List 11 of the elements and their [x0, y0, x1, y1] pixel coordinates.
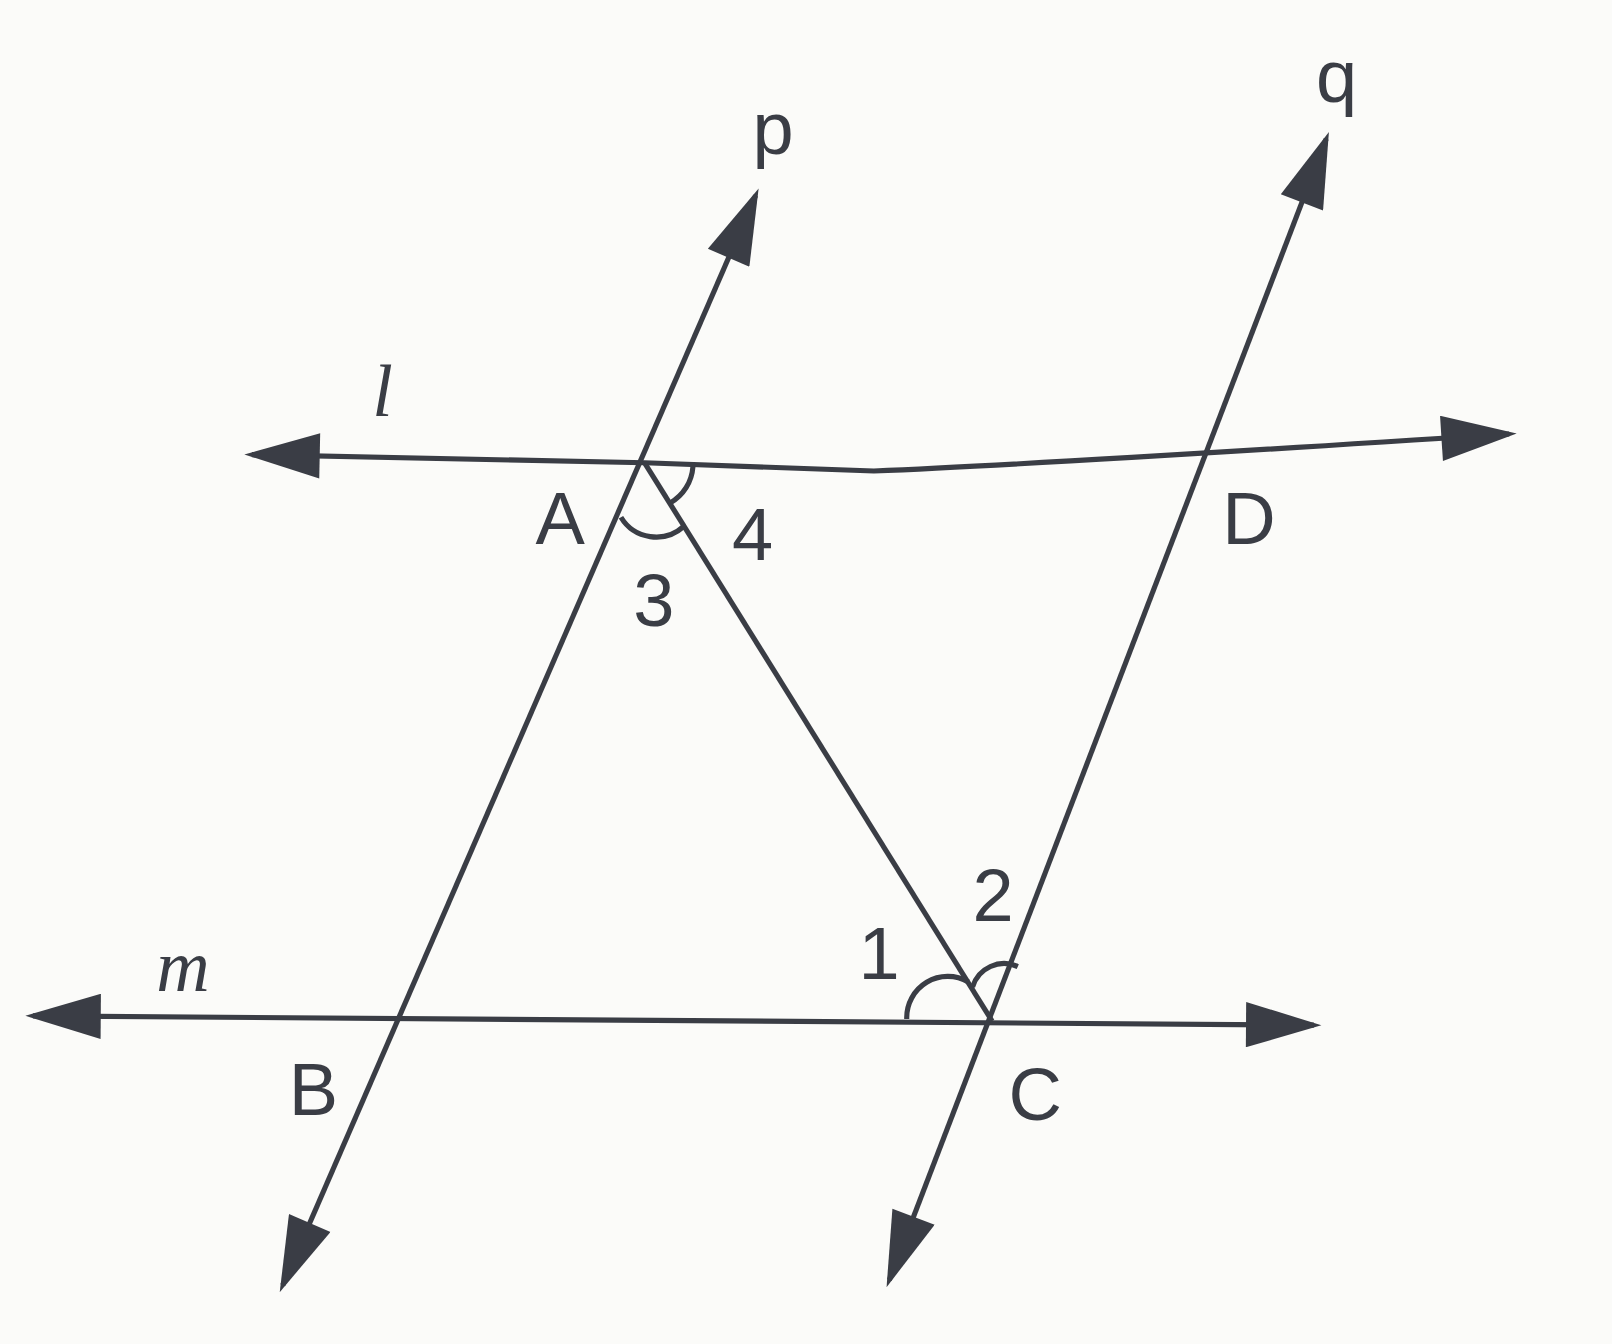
angle-label: 3	[633, 564, 675, 639]
point-label: B	[288, 1052, 339, 1127]
point-label: C	[1008, 1057, 1062, 1132]
line-label: l	[372, 353, 393, 428]
point-label: A	[535, 482, 585, 557]
line-label: q	[1315, 40, 1358, 115]
point-label: D	[1222, 482, 1276, 557]
angle-label: 1	[858, 917, 900, 992]
angle-label: 2	[972, 859, 1014, 934]
line-label: m	[156, 929, 210, 1004]
angle-label: 4	[731, 497, 774, 572]
